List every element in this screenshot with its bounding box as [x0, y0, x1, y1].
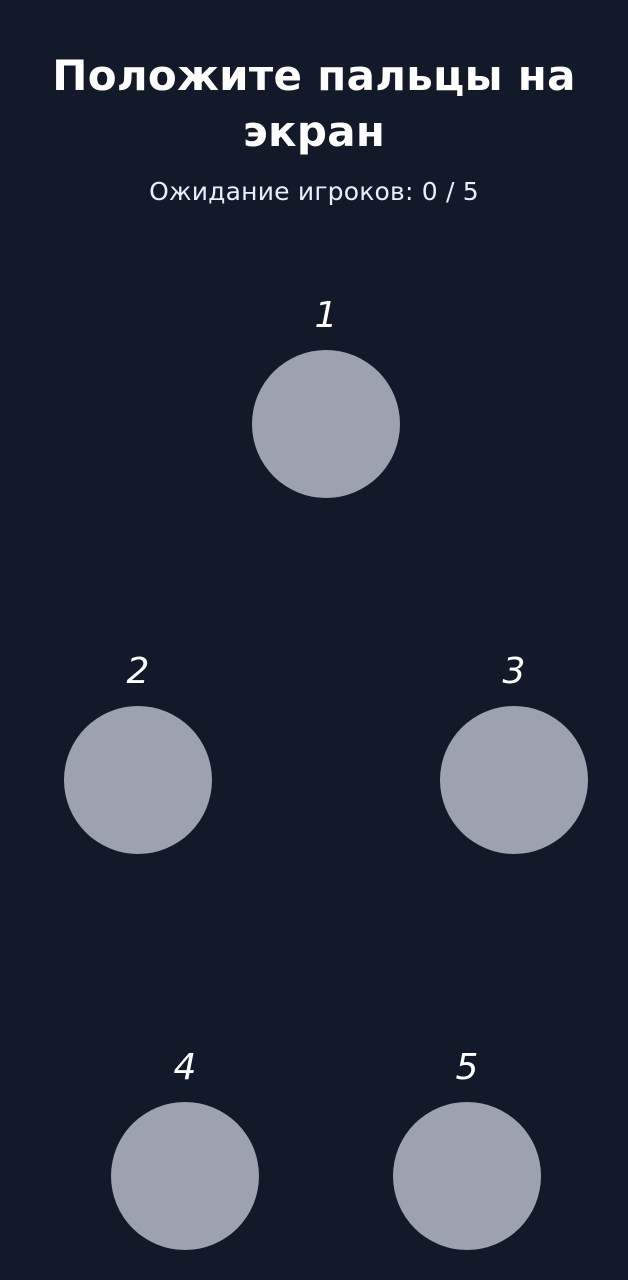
player-number-5: 5	[455, 1047, 479, 1088]
player-number-1: 1	[314, 295, 338, 336]
player-slot-2[interactable]: 2	[64, 650, 212, 854]
player-slot-1[interactable]: 1	[252, 294, 400, 498]
finger-target-circle-3[interactable]	[440, 706, 588, 854]
player-number-3: 3	[502, 651, 526, 692]
finger-target-circle-2[interactable]	[64, 706, 212, 854]
player-slot-4[interactable]: 4	[111, 1046, 259, 1250]
waiting-players-status: Ожидание игроков: 0 / 5	[149, 177, 479, 206]
player-slot-5[interactable]: 5	[393, 1046, 541, 1250]
player-slot-3[interactable]: 3	[440, 650, 588, 854]
finger-target-circle-5[interactable]	[393, 1102, 541, 1250]
player-number-2: 2	[126, 651, 150, 692]
player-number-4: 4	[173, 1047, 197, 1088]
finger-target-circle-1[interactable]	[252, 350, 400, 498]
page-title: Положите пальцы на экран	[52, 51, 576, 156]
finger-target-circle-4[interactable]	[111, 1102, 259, 1250]
